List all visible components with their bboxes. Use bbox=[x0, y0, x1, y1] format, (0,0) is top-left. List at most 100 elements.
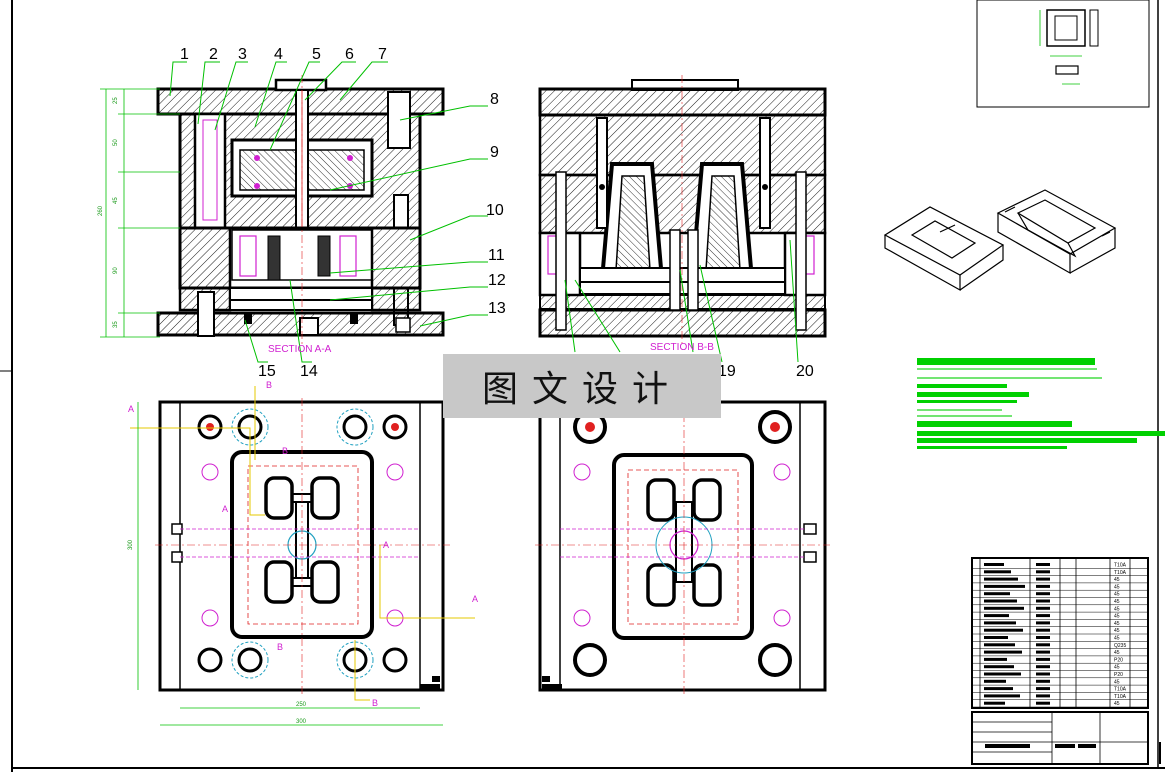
parts-row-qty bbox=[1036, 606, 1050, 610]
parts-row-name bbox=[984, 592, 1010, 596]
parts-row-name bbox=[984, 687, 1013, 691]
section-letter-a-4: A bbox=[383, 540, 389, 550]
parts-row-name bbox=[984, 636, 1008, 639]
parts-row-name bbox=[984, 621, 1016, 625]
parts-row-material: P20 bbox=[1114, 672, 1123, 678]
section-a-a-label: SECTION A-A bbox=[268, 344, 332, 355]
parts-row-qty bbox=[1036, 650, 1050, 654]
section-letter-a-3: A bbox=[222, 504, 228, 514]
product-isometric-views bbox=[883, 189, 1117, 292]
dim-45: 45 bbox=[113, 197, 119, 204]
parts-row-name bbox=[984, 643, 1015, 647]
dim-50: 50 bbox=[113, 139, 119, 146]
section-a-a-leaders bbox=[169, 61, 488, 363]
parts-row-qty bbox=[1036, 584, 1050, 588]
callout-12: 12 bbox=[488, 272, 506, 289]
callout-13: 13 bbox=[488, 300, 506, 317]
parts-row-material: T10A bbox=[1114, 687, 1127, 693]
callout-20: 20 bbox=[796, 363, 814, 380]
parts-row-material: 45 bbox=[1114, 599, 1120, 605]
callout-1: 1 bbox=[180, 46, 189, 63]
parts-row-qty bbox=[1036, 577, 1050, 581]
parts-row-material: P20 bbox=[1114, 657, 1123, 663]
section-letter-b-4: B bbox=[277, 642, 283, 652]
callout-3: 3 bbox=[238, 46, 247, 63]
fixed-half-plan-view bbox=[535, 398, 830, 695]
callout-7: 7 bbox=[378, 46, 387, 63]
callout-2: 2 bbox=[209, 46, 218, 63]
callout-6: 6 bbox=[345, 46, 354, 63]
parts-row-material: 45 bbox=[1114, 650, 1120, 656]
dim-90: 90 bbox=[113, 267, 119, 274]
parts-row-qty bbox=[1036, 636, 1050, 639]
parts-row-material: 45 bbox=[1114, 584, 1120, 590]
dim-260: 260 bbox=[98, 205, 104, 216]
section-a-a-view bbox=[156, 75, 445, 345]
parts-row-name bbox=[984, 599, 1017, 603]
parts-row-material: 45 bbox=[1114, 621, 1120, 627]
dim-25: 25 bbox=[113, 97, 119, 104]
parts-row-qty bbox=[1036, 701, 1050, 705]
section-letter-b-2: B bbox=[372, 698, 378, 708]
dim-300-horizontal: 300 bbox=[296, 719, 307, 725]
reference-part-views bbox=[976, 0, 1150, 108]
parts-row-qty bbox=[1036, 643, 1050, 647]
technical-notes bbox=[917, 358, 1165, 449]
parts-row-name bbox=[984, 606, 1024, 610]
callout-15: 15 bbox=[258, 363, 276, 380]
callout-8: 8 bbox=[490, 91, 499, 108]
callout-4: 4 bbox=[274, 46, 283, 63]
parts-row-qty bbox=[1036, 621, 1050, 625]
section-letter-b-1: B bbox=[266, 380, 272, 390]
parts-row-material: 45 bbox=[1114, 592, 1120, 598]
parts-row-qty bbox=[1036, 614, 1050, 618]
parts-row-name bbox=[984, 650, 1022, 654]
parts-row-material: T10A bbox=[1114, 694, 1127, 700]
section-letter-b-3: B bbox=[282, 446, 288, 456]
parts-row-material: 45 bbox=[1114, 636, 1120, 642]
parts-list-rows: T10AT10A454545454545454545Q23545P2045P20… bbox=[972, 563, 1148, 708]
parts-row-qty bbox=[1036, 657, 1050, 661]
callout-11: 11 bbox=[488, 247, 505, 264]
parts-row-material: T10A bbox=[1114, 563, 1127, 569]
parts-row-material: Q235 bbox=[1114, 643, 1126, 649]
parts-row-name bbox=[984, 672, 1021, 676]
parts-row-material: 45 bbox=[1114, 628, 1120, 634]
parts-row-name bbox=[984, 570, 1011, 574]
parts-list-title-block bbox=[971, 557, 1161, 765]
parts-row-name bbox=[984, 584, 1025, 588]
parts-row-name bbox=[984, 665, 1014, 669]
callout-numbers-a: 1 2 3 4 5 6 7 8 9 10 11 12 13 15 14 SECT… bbox=[180, 46, 506, 380]
parts-row-qty bbox=[1036, 563, 1050, 566]
callout-10: 10 bbox=[486, 202, 504, 219]
section-b-b-view bbox=[538, 75, 827, 345]
parts-row-qty bbox=[1036, 694, 1050, 698]
parts-row-name bbox=[984, 679, 1006, 683]
parts-row-qty bbox=[1036, 679, 1050, 683]
parts-row-name bbox=[984, 577, 1018, 581]
parts-row-qty bbox=[1036, 599, 1050, 603]
parts-row-qty bbox=[1036, 628, 1050, 632]
parts-row-name bbox=[984, 628, 1023, 632]
parts-row-qty bbox=[1036, 672, 1050, 676]
parts-row-name bbox=[984, 701, 1005, 705]
section-letter-a-1: A bbox=[128, 404, 134, 414]
callout-numbers-b: 19 20 SECTION B-B bbox=[650, 342, 814, 380]
parts-row-name bbox=[984, 694, 1020, 698]
dim-300-vertical: 300 bbox=[128, 539, 134, 550]
parts-row-qty bbox=[1036, 570, 1050, 574]
callout-14: 14 bbox=[300, 363, 318, 380]
parts-row-material: 45 bbox=[1114, 577, 1120, 583]
moving-half-plan-view bbox=[130, 386, 475, 726]
parts-row-name bbox=[984, 657, 1007, 661]
watermark-banner: 图文设计 bbox=[443, 354, 721, 418]
section-b-b-label: SECTION B-B bbox=[650, 342, 714, 353]
section-a-dim-text: 25 50 45 260 90 35 bbox=[98, 97, 119, 328]
parts-row-material: 45 bbox=[1114, 665, 1120, 671]
parts-row-name bbox=[984, 614, 1009, 618]
parts-row-name bbox=[984, 563, 1004, 566]
callout-5: 5 bbox=[312, 46, 321, 63]
section-b-b-leaders bbox=[564, 239, 799, 363]
